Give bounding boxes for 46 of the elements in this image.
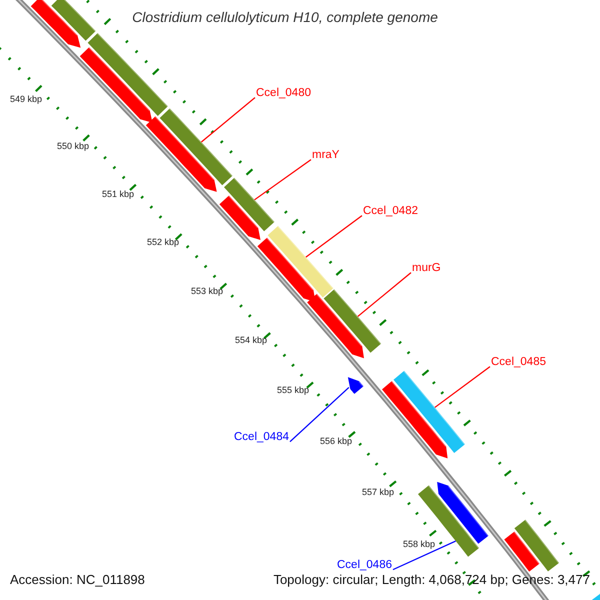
scale-label: 553 kbp — [191, 287, 224, 297]
leader-line — [201, 97, 256, 142]
scale-label: 558 kbp — [403, 540, 436, 550]
gene-feature — [504, 530, 540, 572]
scale-label: 554 kbp — [235, 336, 268, 346]
gene-label: Ccel_0486 — [337, 559, 392, 572]
scale-label: 557 kbp — [362, 488, 394, 498]
gene-label: Ccel_0484 — [234, 431, 289, 444]
leader-line — [392, 540, 456, 570]
gene-bar — [514, 518, 560, 572]
gene-marker — [348, 377, 364, 394]
gene-bar — [160, 108, 234, 186]
scale-label: 556 kbp — [320, 437, 352, 447]
gene-bar — [268, 225, 334, 298]
scale-label: 552 kbp — [147, 238, 180, 248]
gene-bar — [591, 593, 600, 600]
gene-bar — [224, 177, 276, 232]
gene-feature — [146, 116, 217, 192]
gene-bar — [51, 0, 96, 41]
scale-label: 549 kbp — [10, 95, 42, 105]
gene-label: murG — [412, 262, 441, 275]
title: Clostridium cellulolyticum H10, complete genome — [132, 10, 438, 26]
gene-feature — [257, 236, 316, 302]
gene-bar — [418, 484, 480, 557]
scale-label: 555 kbp — [277, 386, 310, 396]
leader-line — [357, 272, 412, 317]
scale-label: 550 kbp — [57, 142, 90, 152]
gene-feature — [307, 293, 364, 358]
leader-line — [306, 215, 362, 258]
gene-label: Ccel_0482 — [363, 205, 418, 218]
scale-label: 551 kbp — [102, 190, 134, 200]
gene-bar — [324, 288, 382, 353]
info-text: Topology: circular; Length: 4,068,724 bp; Genes: 3,477 — [273, 573, 590, 588]
leader-line — [290, 387, 350, 442]
gene-bar — [394, 370, 466, 453]
leader-line — [254, 159, 312, 200]
gene-label: Ccel_0480 — [256, 87, 311, 100]
gene-label: mraY — [312, 149, 340, 162]
gene-label: Ccel_0485 — [491, 356, 546, 369]
gene-feature — [437, 482, 490, 544]
info-text: Accession: NC_011898 — [10, 573, 145, 588]
gene-feature — [80, 46, 152, 123]
gene-feature — [30, 0, 81, 48]
gene-bar — [88, 32, 169, 116]
gene-feature — [382, 380, 448, 458]
gene-feature — [219, 194, 260, 240]
